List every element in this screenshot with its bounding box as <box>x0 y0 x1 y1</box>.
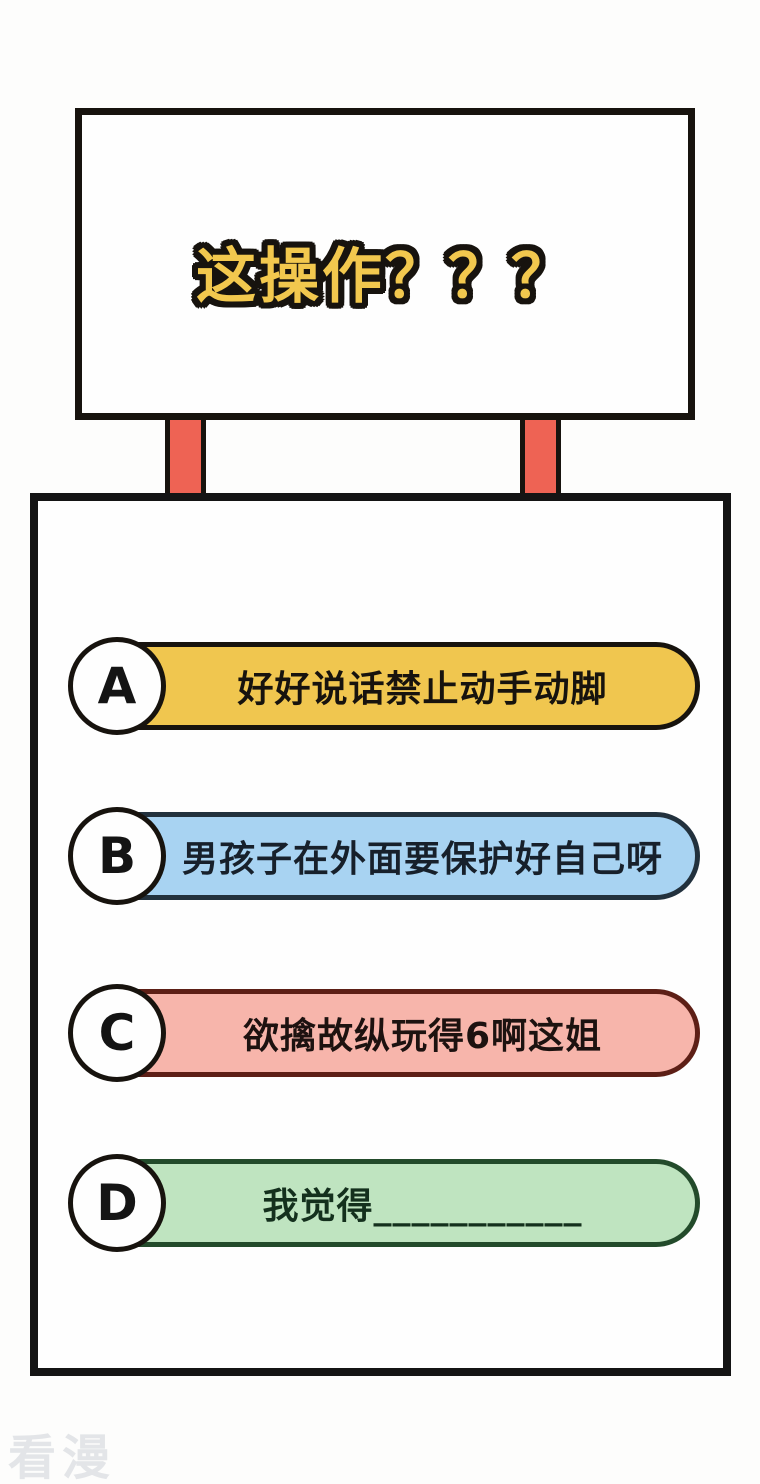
option-d-pill[interactable]: 我觉得___________ <box>75 1159 700 1247</box>
poll-option-b[interactable]: 男孩子在外面要保护好自己呀 B <box>68 807 700 905</box>
option-c-pill[interactable]: 欲擒故纵玩得6啊这姐 <box>75 989 700 1077</box>
poll-option-c[interactable]: 欲擒故纵玩得6啊这姐 C <box>68 984 700 1082</box>
option-a-letter: A <box>97 657 137 715</box>
option-c-letter: C <box>98 1004 136 1062</box>
option-a-letter-badge: A <box>68 637 166 735</box>
option-b-pill[interactable]: 男孩子在外面要保护好自己呀 <box>75 812 700 900</box>
option-d-letter-badge: D <box>68 1154 166 1252</box>
option-b-label: 男孩子在外面要保护好自己呀 <box>181 839 663 880</box>
option-c-letter-badge: C <box>68 984 166 1082</box>
sign-post-left <box>165 410 206 502</box>
poll-option-d[interactable]: 我觉得___________ D <box>68 1154 700 1252</box>
option-b-letter: B <box>97 827 137 885</box>
option-d-letter: D <box>96 1174 138 1232</box>
option-d-label: 我觉得___________ <box>262 1186 583 1227</box>
sign-board: 这操作？？？ <box>75 108 695 420</box>
option-a-pill[interactable]: 好好说话禁止动手动脚 <box>75 642 700 730</box>
sign-post-right <box>520 410 561 502</box>
option-a-label: 好好说话禁止动手动脚 <box>237 669 608 710</box>
watermark-kanman: 看漫 <box>8 1430 117 1484</box>
option-b-letter-badge: B <box>68 807 166 905</box>
option-c-label: 欲擒故纵玩得6啊这姐 <box>242 1016 603 1057</box>
sign-title: 这操作？？？ <box>196 241 574 312</box>
poll-option-a[interactable]: 好好说话禁止动手动脚 A <box>68 637 700 735</box>
